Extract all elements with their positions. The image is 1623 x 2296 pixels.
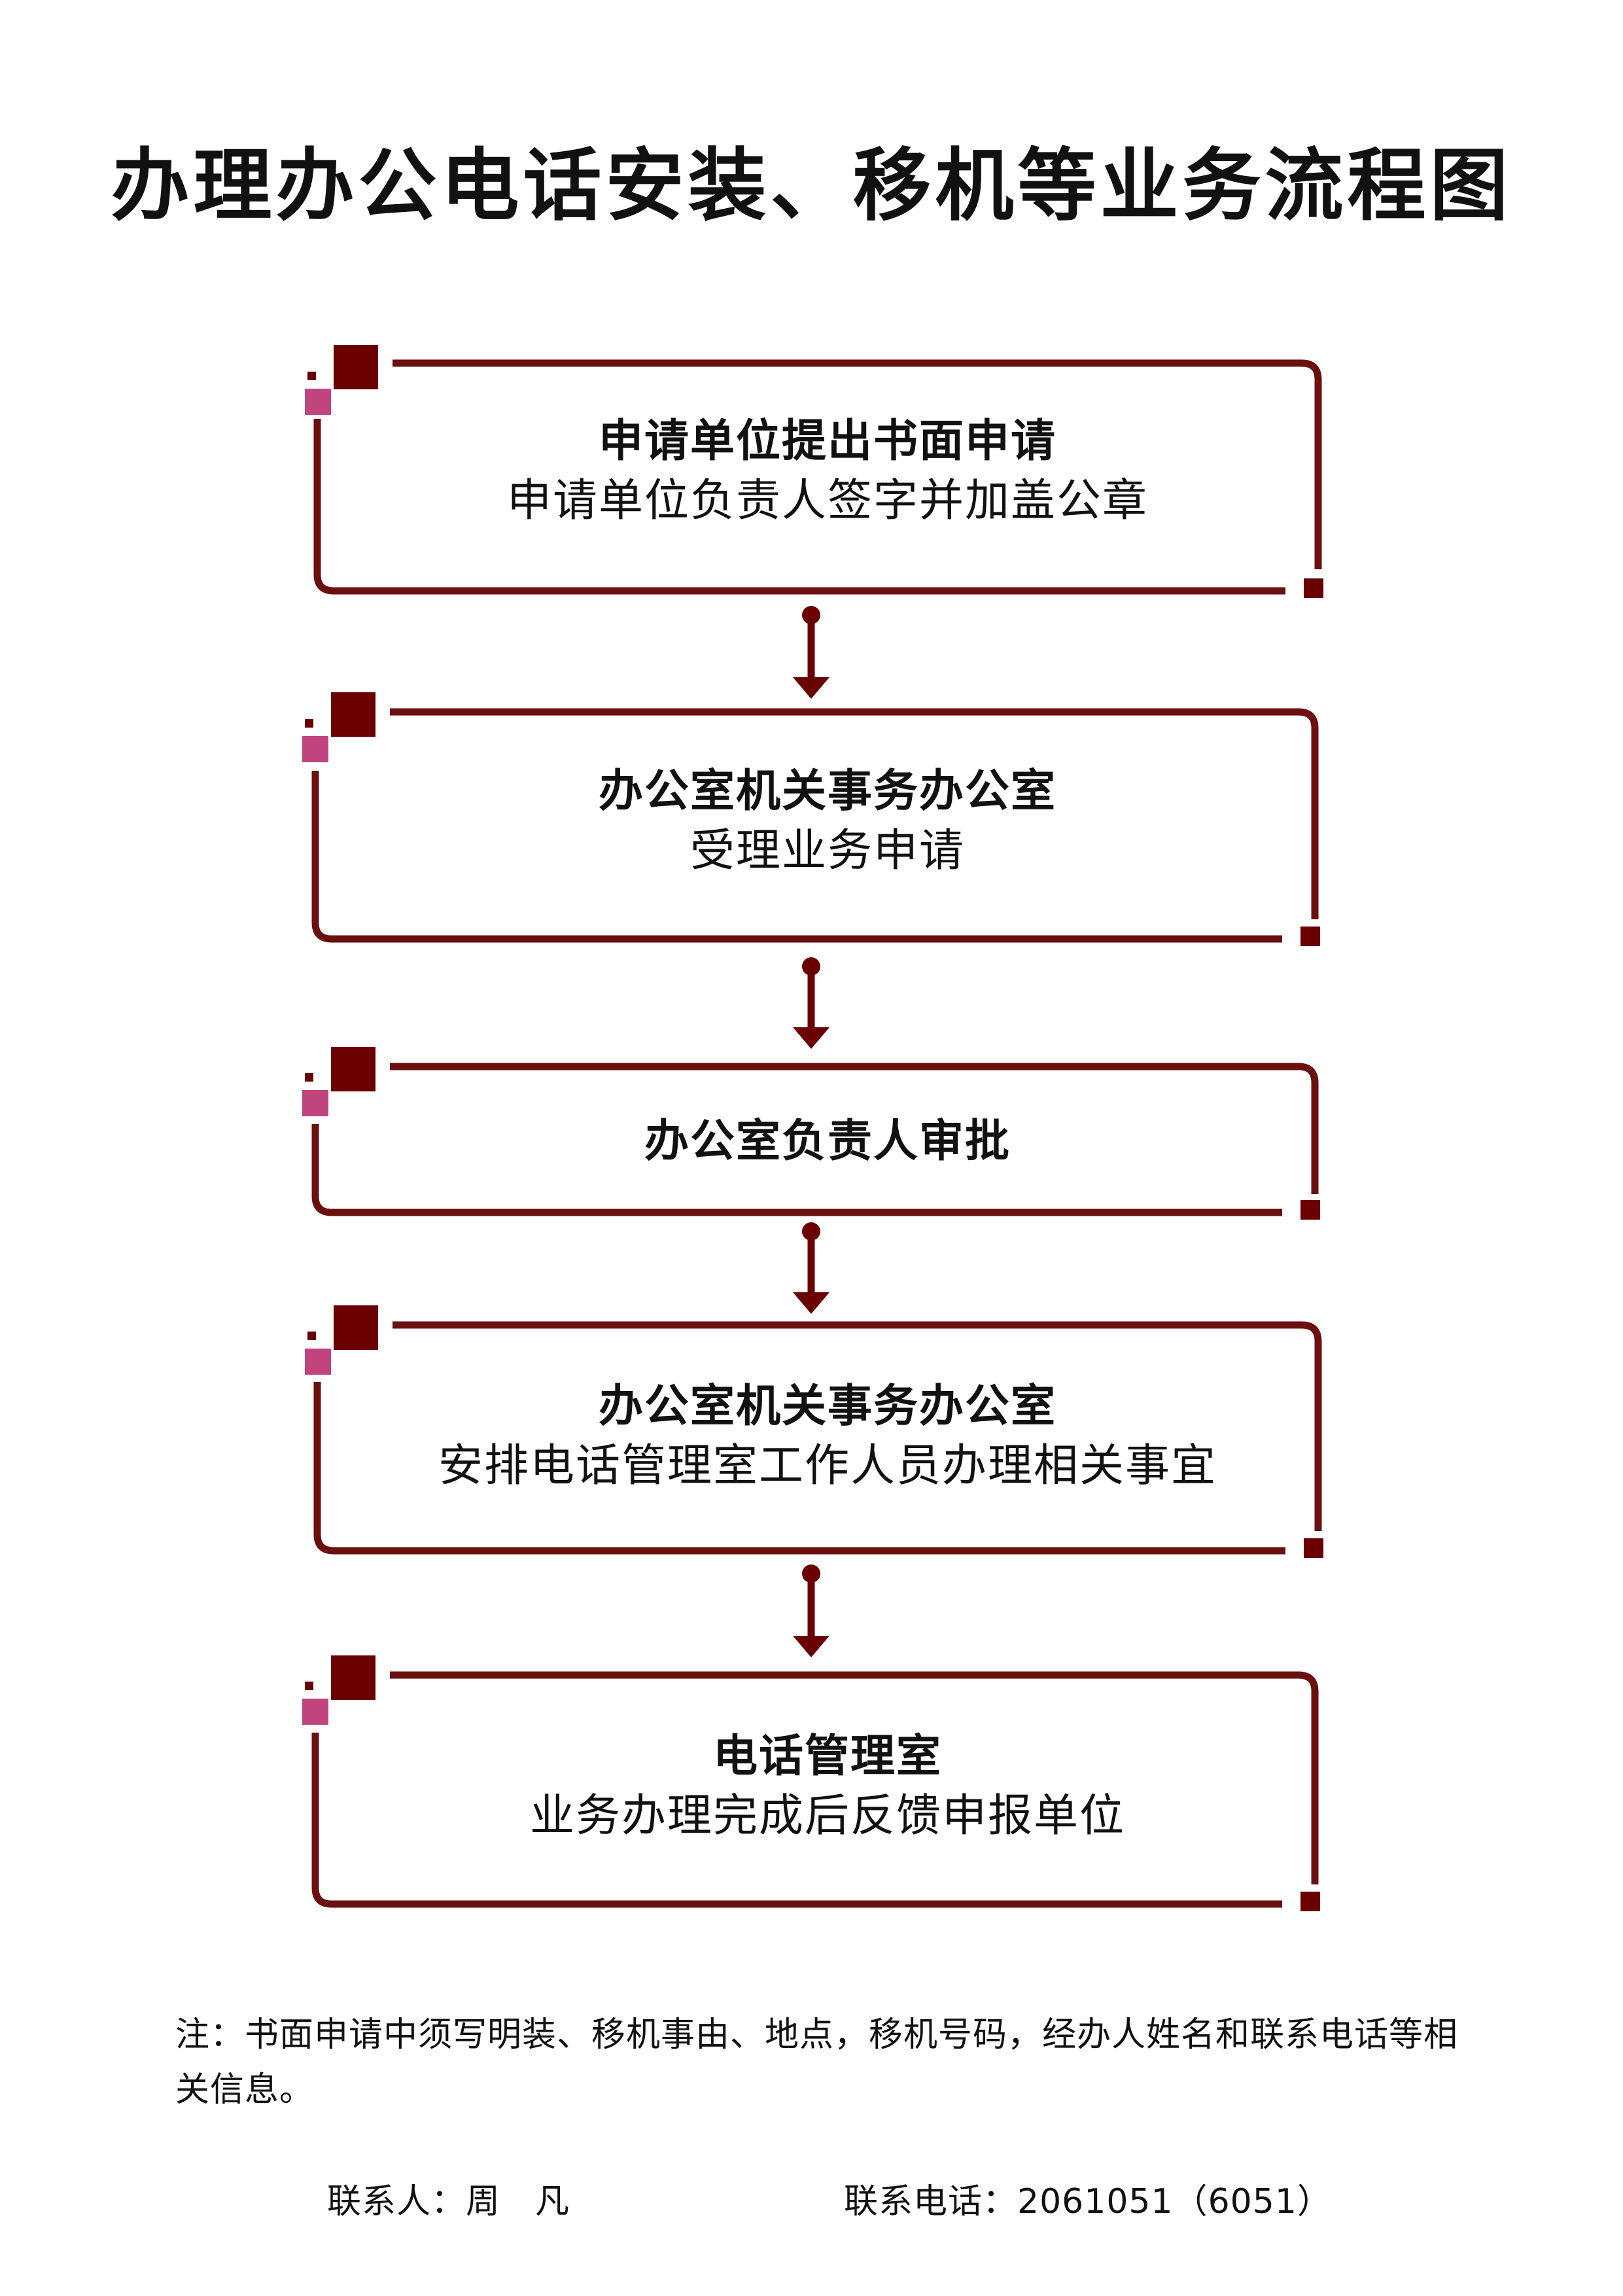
contact-phone: 联系电话：2061051（6051）: [844, 2182, 1332, 2221]
step-1-detail: 申请单位负责人签字并加盖公章: [506, 475, 1148, 527]
step-1-text: 申请单位提出书面申请 申请单位负责人签字并加盖公章: [327, 412, 1328, 531]
step-2-detail: 受理业务申请: [689, 825, 965, 877]
contact-person: 联系人：周 凡: [327, 2182, 570, 2221]
step-4-detail: 安排电话管理室工作人员办理相关事宜: [438, 1440, 1217, 1492]
step-5-detail: 业务办理完成后反馈申报单位: [529, 1790, 1125, 1842]
step-box-4: [305, 1305, 1323, 1558]
step-box-5: [302, 1655, 1320, 1911]
connector-arrow-1: [793, 606, 829, 699]
end-square: [1304, 578, 1323, 598]
connector-arrow-2: [793, 957, 829, 1049]
step-box-3: [302, 1047, 1320, 1220]
corner-dot: [307, 372, 316, 380]
connector-arrow-4: [793, 1564, 829, 1657]
corner-square-dark: [334, 345, 378, 389]
page-title: 办理办公电话安装、移机等业务流程图: [111, 141, 1512, 232]
step-2-heading: 办公室机关事务办公室: [598, 766, 1056, 817]
connector-arrow-3: [793, 1222, 829, 1314]
step-box-1: [305, 345, 1323, 598]
step-4-text: 办公室机关事务办公室 安排电话管理室工作人员办理相关事宜: [327, 1377, 1328, 1496]
step-box-2: [302, 692, 1320, 946]
step-5-heading: 电话管理室: [712, 1731, 942, 1782]
step-3-heading: 办公室负责人审批: [644, 1116, 1011, 1167]
footnote: 注：书面申请中须写明装、移机事由、地点，移机号码，经办人姓名和联系电话等相关信息…: [175, 2015, 1459, 2110]
step-1-heading: 申请单位提出书面申请: [598, 415, 1056, 467]
step-4-heading: 办公室机关事务办公室: [598, 1381, 1056, 1432]
step-2-text: 办公室机关事务办公室 受理业务申请: [327, 762, 1328, 881]
step-3-text: 办公室负责人审批: [327, 1112, 1328, 1171]
step-5-text: 电话管理室 业务办理完成后反馈申报单位: [327, 1727, 1328, 1846]
corner-square-pink: [305, 389, 331, 415]
